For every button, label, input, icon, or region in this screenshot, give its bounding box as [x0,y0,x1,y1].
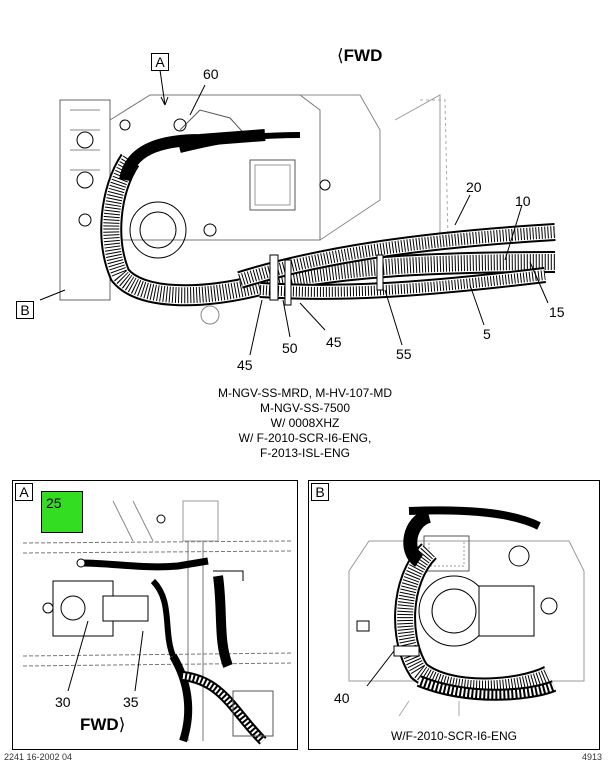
callout-40: 40 [334,690,350,706]
callout-60: 60 [203,66,219,82]
callout-30: 30 [55,694,71,710]
callout-20: 20 [466,179,482,195]
view-label-a: A [151,53,169,71]
applicability-caption: M-NGV-SS-MRD, M-HV-107-MD M-NGV-SS-7500 … [0,386,610,461]
detail-a-fwd-label: FWD [80,715,119,734]
callout-50: 50 [282,340,298,356]
engine-harness-drawing [39,69,556,356]
detail-a-drawing [22,500,294,745]
view-label-b: B [16,301,34,319]
caption-line: M-NGV-SS-MRD, M-HV-107-MD [217,386,392,400]
fwd-indicator: ⟨FWD [337,46,382,66]
callout-45-right: 45 [326,334,342,350]
detail-a-panel: A 25 30 35 FWD⟩ [12,480,298,750]
callout-25: 25 [46,495,62,511]
detail-b-drawing [348,506,585,717]
detail-b-panel: B 40 W/F-2010-SCR-I6-ENG [308,480,600,750]
caption-line: M-NGV-SS-7500 [259,401,351,415]
callout-45-left: 45 [237,357,253,373]
callout-35: 35 [123,694,139,710]
caption-line: W/ 0008XHZ [270,416,340,430]
detail-a-label: A [15,483,33,501]
detail-b-caption: W/F-2010-SCR-I6-ENG [390,729,518,743]
caption-line: W/ F-2010-SCR-I6-ENG, [238,431,372,445]
fwd-arrow-icon: ⟩ [118,715,126,734]
footer-right-id: 4913 [582,752,603,762]
fwd-label: FWD [343,46,383,65]
callout-10: 10 [515,193,531,209]
detail-b-label: B [311,483,329,501]
footer-left-id: 2241 16-2002 04 [4,752,73,762]
callout-5: 5 [483,326,491,342]
main-illustration: A B ⟨FWD 60 20 10 15 5 55 45 50 45 [0,0,610,380]
callout-55: 55 [396,346,412,362]
detail-a-fwd-indicator: FWD⟩ [80,715,125,735]
fwd-arrow-icon: ⟨ [337,46,344,65]
callout-15: 15 [549,304,565,320]
caption-line: F-2013-ISL-ENG [259,446,351,460]
highlighted-callout-25: 25 [41,491,83,533]
